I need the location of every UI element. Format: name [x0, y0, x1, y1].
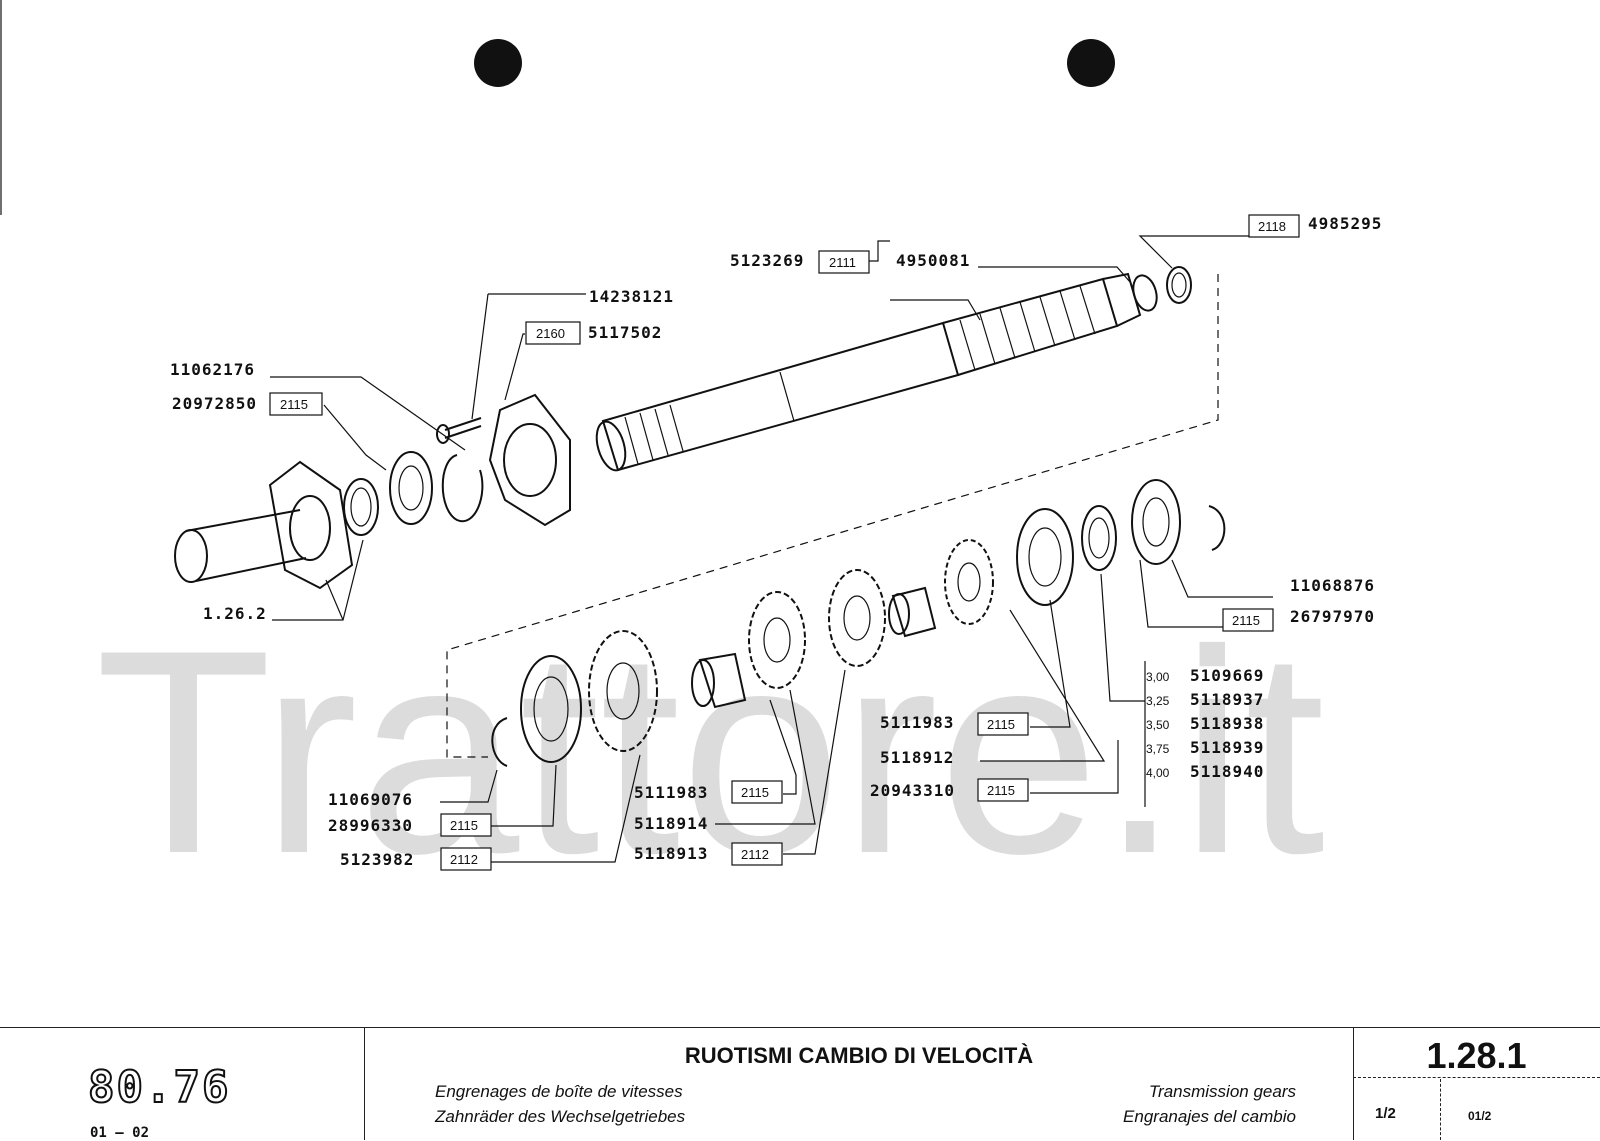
ref-1-26-2: 1.26.2 — [203, 604, 267, 623]
part-5123982: 5123982 — [340, 850, 414, 869]
code-box-2160 — [525, 321, 581, 345]
binder-hole-right — [1067, 39, 1115, 87]
assembly-outline — [446, 274, 1219, 758]
subtitle-french: Engrenages de boîte de vitesses — [435, 1082, 683, 1101]
code-box-2111 — [818, 250, 870, 274]
shim-part: 5118939 — [1190, 738, 1264, 757]
shim-size: 3,50 — [1146, 718, 1170, 732]
title-block-rule — [0, 1027, 1600, 1028]
shim-part: 5118937 — [1190, 690, 1264, 709]
part-11069076: 11069076 — [328, 790, 413, 809]
shim-part: 5118940 — [1190, 762, 1264, 781]
code-2115-e: 2115 — [450, 818, 478, 833]
seal — [343, 478, 379, 536]
code-2112-a: 2112 — [450, 852, 478, 867]
title-block: 80.76 01 – 02 RUOTISMI CAMBIO DI VELOCIT… — [0, 1027, 1600, 1141]
snap-ring-right — [1208, 505, 1226, 551]
part-5111983-right: 5111983 — [880, 713, 954, 732]
code-box-2115-d — [977, 778, 1029, 802]
shim-part: 5109669 — [1190, 666, 1264, 685]
seal-ring — [1166, 266, 1192, 304]
retaining-plate — [488, 393, 571, 527]
code-box-2112-b — [731, 842, 783, 866]
part-11062176: 11062176 — [170, 360, 255, 379]
shim-size: 3,75 — [1146, 742, 1170, 756]
code-box-2118 — [1248, 214, 1300, 238]
part-5118912: 5118912 — [880, 748, 954, 767]
section-number: 1.28.1 — [1426, 1035, 1527, 1076]
code-2111: 2111 — [829, 255, 856, 270]
part-5117502: 5117502 — [588, 323, 662, 342]
leader-lines — [270, 235, 1273, 863]
part-28996330: 28996330 — [328, 816, 413, 835]
bushing-upper — [891, 586, 937, 638]
part-14238121: 14238121 — [589, 287, 674, 306]
gear-5118913 — [828, 569, 886, 667]
subtitle-english: Transmission gears — [1148, 1082, 1296, 1101]
bearing-right — [1016, 508, 1074, 606]
title-block-divider — [1353, 1077, 1600, 1078]
shim-table: 3,00 5109669 3,25 5118937 3,50 5118938 3… — [1146, 666, 1264, 781]
code-2115-f: 2115 — [741, 785, 769, 800]
part-5123269: 5123269 — [730, 251, 804, 270]
part-20943310: 20943310 — [870, 781, 955, 800]
sheet-number: 1/2 — [1375, 1105, 1396, 1122]
code-box-2115-a — [269, 392, 323, 416]
snap-ring-left — [441, 454, 484, 523]
part-26797970: 26797970 — [1290, 607, 1375, 626]
code-2115-b: 2115 — [1232, 613, 1260, 628]
shim-part: 5118938 — [1190, 714, 1264, 733]
bushing-lower — [698, 652, 747, 709]
code-box-2115-c — [977, 712, 1029, 736]
shim-size: 3,00 — [1146, 670, 1170, 684]
code-2112-b: 2112 — [741, 847, 769, 862]
part-4950081: 4950081 — [896, 251, 970, 270]
title-block-divider — [364, 1027, 365, 1140]
code-2115-c: 2115 — [987, 717, 1015, 732]
sheet-code: 01/2 — [1468, 1109, 1492, 1123]
main-shaft — [595, 272, 1142, 472]
part-5118913: 5118913 — [634, 844, 708, 863]
bearing-26797970 — [1131, 479, 1181, 565]
code-box-2115-f — [731, 780, 783, 804]
snap-ring-lower — [491, 717, 508, 767]
code-2115-d: 2115 — [987, 783, 1015, 798]
part-20972850: 20972850 — [172, 394, 257, 413]
gear-5118914 — [748, 591, 806, 689]
spacer-ring — [1132, 274, 1158, 312]
binder-hole-left — [474, 39, 522, 87]
shim-size: 3,25 — [1146, 694, 1170, 708]
code-box-2115-b — [1222, 608, 1274, 632]
code-box-2112-a — [440, 847, 492, 871]
gear-5118912 — [944, 539, 994, 625]
part-11068876: 11068876 — [1290, 576, 1375, 595]
watermark: Trattore.it — [95, 590, 1326, 914]
code-2160: 2160 — [536, 326, 565, 341]
gear-5123982 — [588, 630, 658, 752]
page-title: RUOTISMI CAMBIO DI VELOCITÀ — [684, 1043, 1034, 1068]
exploded-parts-diagram: Trattore.it — [0, 0, 1382, 914]
shim-washer — [1081, 505, 1117, 571]
revision-code: 01 – 02 — [90, 1125, 150, 1141]
subtitle-german: Zahnräder des Wechselgetriebes — [435, 1107, 686, 1126]
code-2118: 2118 — [1258, 219, 1286, 234]
bearing-left — [389, 451, 433, 525]
bearing-lower — [520, 655, 582, 763]
subtitle-spanish: Engranajes del cambio — [1123, 1107, 1296, 1126]
code-box-2115-e — [440, 813, 492, 837]
title-block-divider — [1440, 1079, 1441, 1140]
part-5118914: 5118914 — [634, 814, 708, 833]
part-5111983-middle: 5111983 — [634, 783, 708, 802]
title-block-divider — [1353, 1027, 1354, 1140]
part-4985295: 4985295 — [1308, 214, 1382, 233]
bearing-carrier — [174, 460, 354, 590]
bolt — [444, 417, 482, 431]
model-logo: 80.76 — [87, 1061, 231, 1114]
code-2115-a: 2115 — [280, 397, 308, 412]
shim-size: 4,00 — [1146, 766, 1170, 780]
